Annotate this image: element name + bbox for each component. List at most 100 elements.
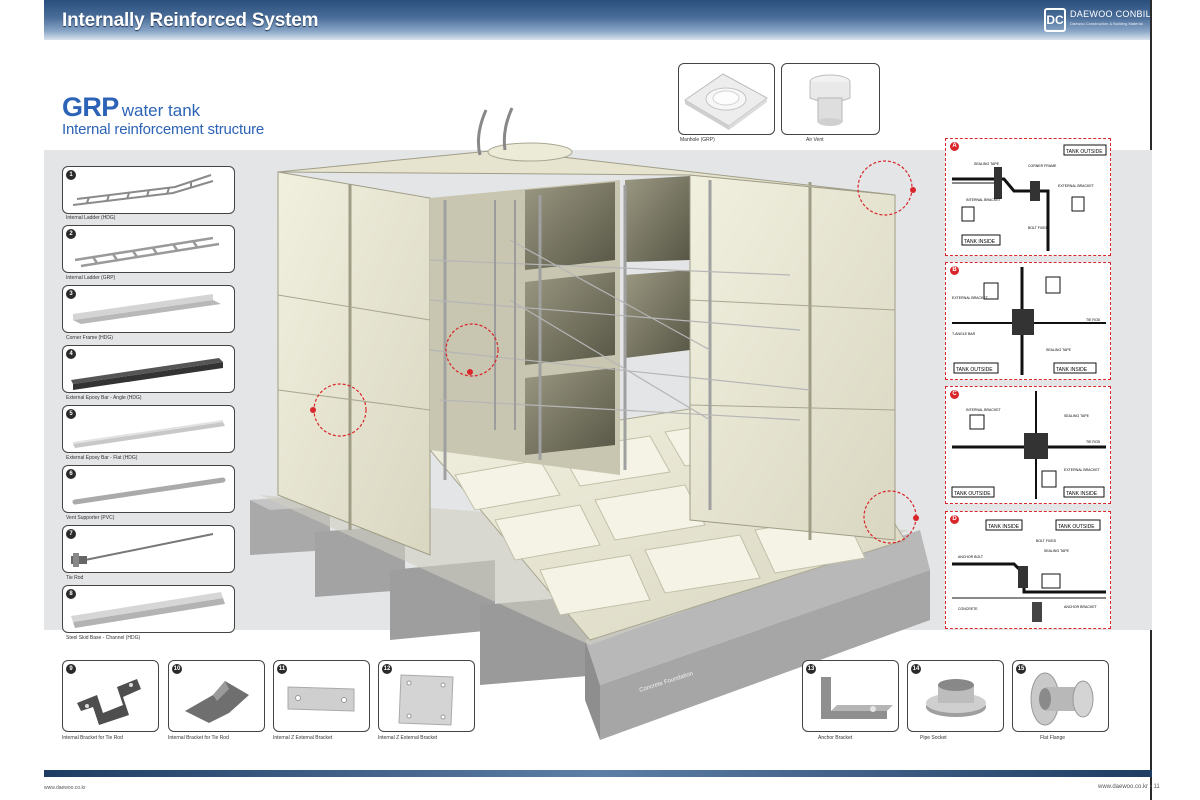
header-bar <box>44 0 1152 40</box>
part-number: 4 <box>66 349 76 359</box>
part-caption: Internal Ladder (GRP) <box>66 275 116 281</box>
detail-box-d: D TANK INSIDE TANK OUTSIDE BOLT FIXED SE… <box>945 511 1111 629</box>
ladder <box>494 200 516 430</box>
part-caption: Internal Z External Bracket <box>273 735 333 741</box>
detail-box-c: C TANK OUTSIDE TANK INSIDE INTERNAL BRAC… <box>945 386 1111 504</box>
corner-frame-icon <box>73 294 221 324</box>
brand-logo-icon: DC <box>1044 8 1066 32</box>
detail-label: TANK INSIDE <box>988 524 1020 530</box>
anchor-bracket-icon <box>821 677 893 719</box>
detail-letter: A <box>950 142 959 151</box>
detail-label: TANK INSIDE <box>964 239 996 245</box>
part-number: 7 <box>66 529 76 539</box>
part-card-8: 8 <box>62 585 235 633</box>
part-number: 6 <box>66 469 76 479</box>
part-card-air-vent <box>781 63 880 135</box>
detail-label: BOLT FIXED <box>1028 226 1049 230</box>
sub-heading: Internal reinforcement structure <box>62 121 265 138</box>
tie-rods <box>429 239 811 421</box>
vent-supporter-icon <box>72 477 226 505</box>
tie-rod-bracket-icon <box>77 679 141 725</box>
brand-tagline: Daewoo Construction & Building Material <box>1070 21 1143 26</box>
part-caption: Tie Rod <box>66 575 84 581</box>
part-card-2: 2 <box>62 225 235 273</box>
part-card-14: 14 <box>907 660 1004 732</box>
part-number: 12 <box>382 664 392 674</box>
footer-website: www.daewoo.co.kr <box>44 785 86 791</box>
angle-bar-icon <box>71 358 223 390</box>
part-number: 3 <box>66 289 76 299</box>
detail-label: SEALING TAPE <box>1044 549 1070 553</box>
part-caption: Corner Frame (HDG) <box>66 335 113 341</box>
detail-label: SEALING TAPE <box>974 162 1000 166</box>
part-caption: Manhole (GRP) <box>680 137 715 143</box>
part-card-1: 1 <box>62 166 235 214</box>
part-card-11: 11 <box>273 660 370 732</box>
air-vent-icon <box>809 74 851 126</box>
square-bracket-icon <box>398 674 454 726</box>
detail-b-drawing: TANK OUTSIDE TANK INSIDE EXTERNAL BRACKE… <box>952 267 1106 375</box>
part-caption: Internal Bracket for Tie Rod <box>62 735 123 741</box>
part-card-12: 12 <box>378 660 475 732</box>
z-bracket-icon <box>287 686 355 712</box>
internal-ladder-grp-icon <box>74 236 220 268</box>
part-caption: Internal Z External Bracket <box>378 735 438 741</box>
internal-columns <box>443 180 712 510</box>
main-heading-suffix: water tank <box>121 101 201 120</box>
detail-label: SEALING TAPE <box>1046 348 1072 352</box>
detail-label: ANCHOR BOLT <box>958 555 984 559</box>
internal-ladder-hdg-icon <box>72 174 214 206</box>
detail-a-drawing: TANK OUTSIDE TANK INSIDE SEALING TAPE CO… <box>952 144 1107 251</box>
detail-label: INTERNAL BRACKET <box>966 408 1002 412</box>
part-card-13: 13 <box>802 660 899 732</box>
detail-label: EXTERNAL BRACKET <box>1058 184 1095 188</box>
part-caption: Flat Flange <box>1040 735 1066 741</box>
manhole-icon <box>684 73 768 130</box>
part-caption: Pipe Socket <box>920 735 947 741</box>
main-heading-grp: GRP <box>62 92 119 122</box>
detail-label: EXTERNAL BRACKET <box>1064 468 1101 472</box>
detail-label: TIE ROD <box>1086 318 1101 322</box>
part-card-6: 6 <box>62 465 235 513</box>
detail-label: TANK OUTSIDE <box>1058 524 1095 530</box>
detail-letter: B <box>950 266 959 275</box>
flat-flange-icon <box>1030 672 1094 726</box>
detail-d-drawing: TANK INSIDE TANK OUTSIDE BOLT FIXED SEAL… <box>952 519 1106 622</box>
part-number: 14 <box>911 664 921 674</box>
detail-label: CORNER FRAME <box>1028 164 1057 168</box>
detail-letter: D <box>950 515 959 524</box>
part-card-10: 10 <box>168 660 265 732</box>
footer-page: www.daewoo.co.kr ▪ 11 <box>1098 784 1160 790</box>
detail-label: EXTERNAL BRACKET <box>952 296 989 300</box>
detail-box-a: A TANK OUTSIDE TANK INSIDE SEALING TAPE … <box>945 138 1111 256</box>
callout-dots <box>310 187 919 521</box>
header-title: Internally Reinforced System <box>62 10 319 31</box>
footer-bar <box>44 770 1152 777</box>
back-wall-panels <box>525 176 690 455</box>
detail-label: ANCHOR BRACKET <box>1064 605 1098 609</box>
part-card-3: 3 <box>62 285 235 333</box>
part-caption: Internal Ladder (HDG) <box>66 215 116 221</box>
part-card-7: 7 <box>62 525 235 573</box>
part-number: 11 <box>277 664 287 674</box>
brand-name: DAEWOO CONBIL <box>1070 9 1151 19</box>
part-number: 5 <box>66 409 76 419</box>
part-number: 13 <box>806 664 816 674</box>
part-caption: External Epoxy Bar - Flat (HDG) <box>66 455 138 461</box>
part-number: 1 <box>66 170 76 180</box>
detail-label: BOLT FIXED <box>1036 539 1057 543</box>
detail-label: T-ANGLE BAR <box>952 332 976 336</box>
detail-label: TANK INSIDE <box>1066 491 1098 497</box>
flat-bar-icon <box>73 420 225 448</box>
part-caption: Vent Supporter (PVC) <box>66 515 115 521</box>
detail-label: TANK OUTSIDE <box>1066 149 1103 155</box>
detail-label: CONCRETE <box>958 607 978 611</box>
detail-label: TANK OUTSIDE <box>954 491 991 497</box>
part-caption: Steel Skid Base - Channel (HDG) <box>66 635 141 641</box>
part-number: 8 <box>66 589 76 599</box>
pipe-socket-icon <box>926 679 986 717</box>
part-number: 9 <box>66 664 76 674</box>
part-card-9: 9 <box>62 660 159 732</box>
part-caption: External Epoxy Bar - Angle (HDG) <box>66 395 142 401</box>
detail-label: SEALING TAPE <box>1064 414 1090 418</box>
